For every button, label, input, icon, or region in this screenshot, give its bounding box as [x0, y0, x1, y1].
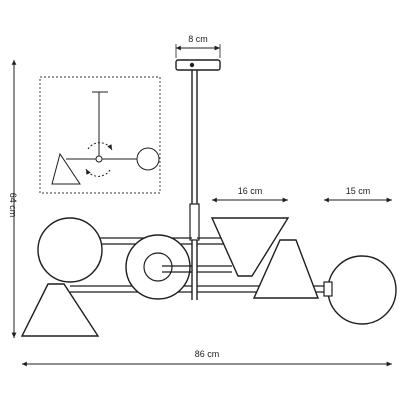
total-width-label: 86 cm [195, 349, 220, 359]
mount-width-dimension: 8 cm [175, 34, 221, 58]
shade-width-label: 16 cm [238, 186, 263, 196]
ceiling-mount [175, 59, 221, 71]
globe-width-dimension: 15 cm [324, 186, 392, 203]
height-label: 64 cm [8, 193, 18, 218]
globe-right [323, 255, 397, 325]
shade-upper [210, 217, 290, 277]
inset-rotation-preview [39, 76, 161, 194]
globe-center [125, 234, 192, 300]
globe-left [37, 217, 103, 283]
globe-width-label: 15 cm [346, 186, 371, 196]
shade-right [252, 239, 320, 299]
shade-width-dimension: 16 cm [212, 186, 288, 203]
height-dimension: 64 cm [8, 60, 18, 338]
vertical-rod [189, 70, 200, 300]
mount-width-label: 8 cm [188, 34, 208, 44]
shade-left [20, 283, 100, 337]
total-width-dimension: 86 cm [22, 349, 392, 367]
